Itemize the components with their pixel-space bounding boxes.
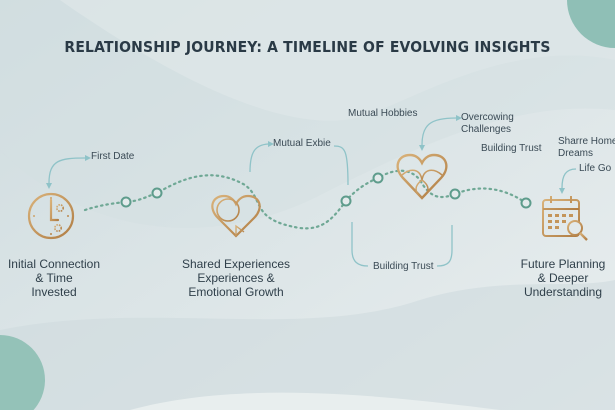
stage-line: Initial Connection xyxy=(7,257,101,271)
milestone-line: Sharre Home xyxy=(558,136,615,147)
milestone-building-trust-bottom: Building Trust xyxy=(373,261,434,272)
calendar-search-icon xyxy=(542,196,588,241)
stage-future-planning: Future Planning & Deeper Understanding xyxy=(493,257,615,299)
page-title: RELATIONSHIP JOURNEY: A TIMELINE OF EVOL… xyxy=(64,38,551,56)
interlocked-heart-icon xyxy=(211,194,261,238)
stage-line: & Time xyxy=(35,271,73,285)
stage-line: Experiences & xyxy=(197,271,275,285)
corner-decoration xyxy=(0,335,45,410)
milestone-overcoming-challenges: Overcowing Challenges xyxy=(461,112,514,135)
stage-initial-connection: Initial Connection & Time Invested xyxy=(0,257,124,299)
timeline-path xyxy=(83,169,528,230)
stage-line: Future Planning xyxy=(520,257,606,271)
milestone-life-goals: Life Go xyxy=(579,163,612,174)
stage-line: & Deeper xyxy=(537,271,589,285)
clock-gear-icon xyxy=(27,192,75,240)
stage-line: Emotional Growth xyxy=(188,285,284,299)
milestone-building-trust-top: Building Trust xyxy=(481,143,542,154)
stage-line: Understanding xyxy=(523,285,603,299)
milestone-mutual-hobbies: Mutual Hobbies xyxy=(348,108,418,119)
stage-line: Shared Experiences xyxy=(181,257,291,271)
connector-arrows xyxy=(48,117,577,267)
milestone-markers xyxy=(120,172,532,209)
milestone-first-date: First Date xyxy=(91,151,135,162)
milestone-mutual-exbie: Mutual Exbie xyxy=(273,138,331,149)
stage-shared-experiences: Shared Experiences Experiences & Emotion… xyxy=(166,257,306,299)
heart-icon xyxy=(396,153,448,200)
stage-line: Invested xyxy=(31,285,77,299)
milestone-line: Challenges xyxy=(461,123,512,135)
corner-decoration xyxy=(567,0,615,48)
milestone-line: Overcowing xyxy=(461,112,514,123)
milestone-line: Dreams xyxy=(558,147,594,159)
milestone-home-dreams: Sharre Home Dreams xyxy=(558,136,615,159)
